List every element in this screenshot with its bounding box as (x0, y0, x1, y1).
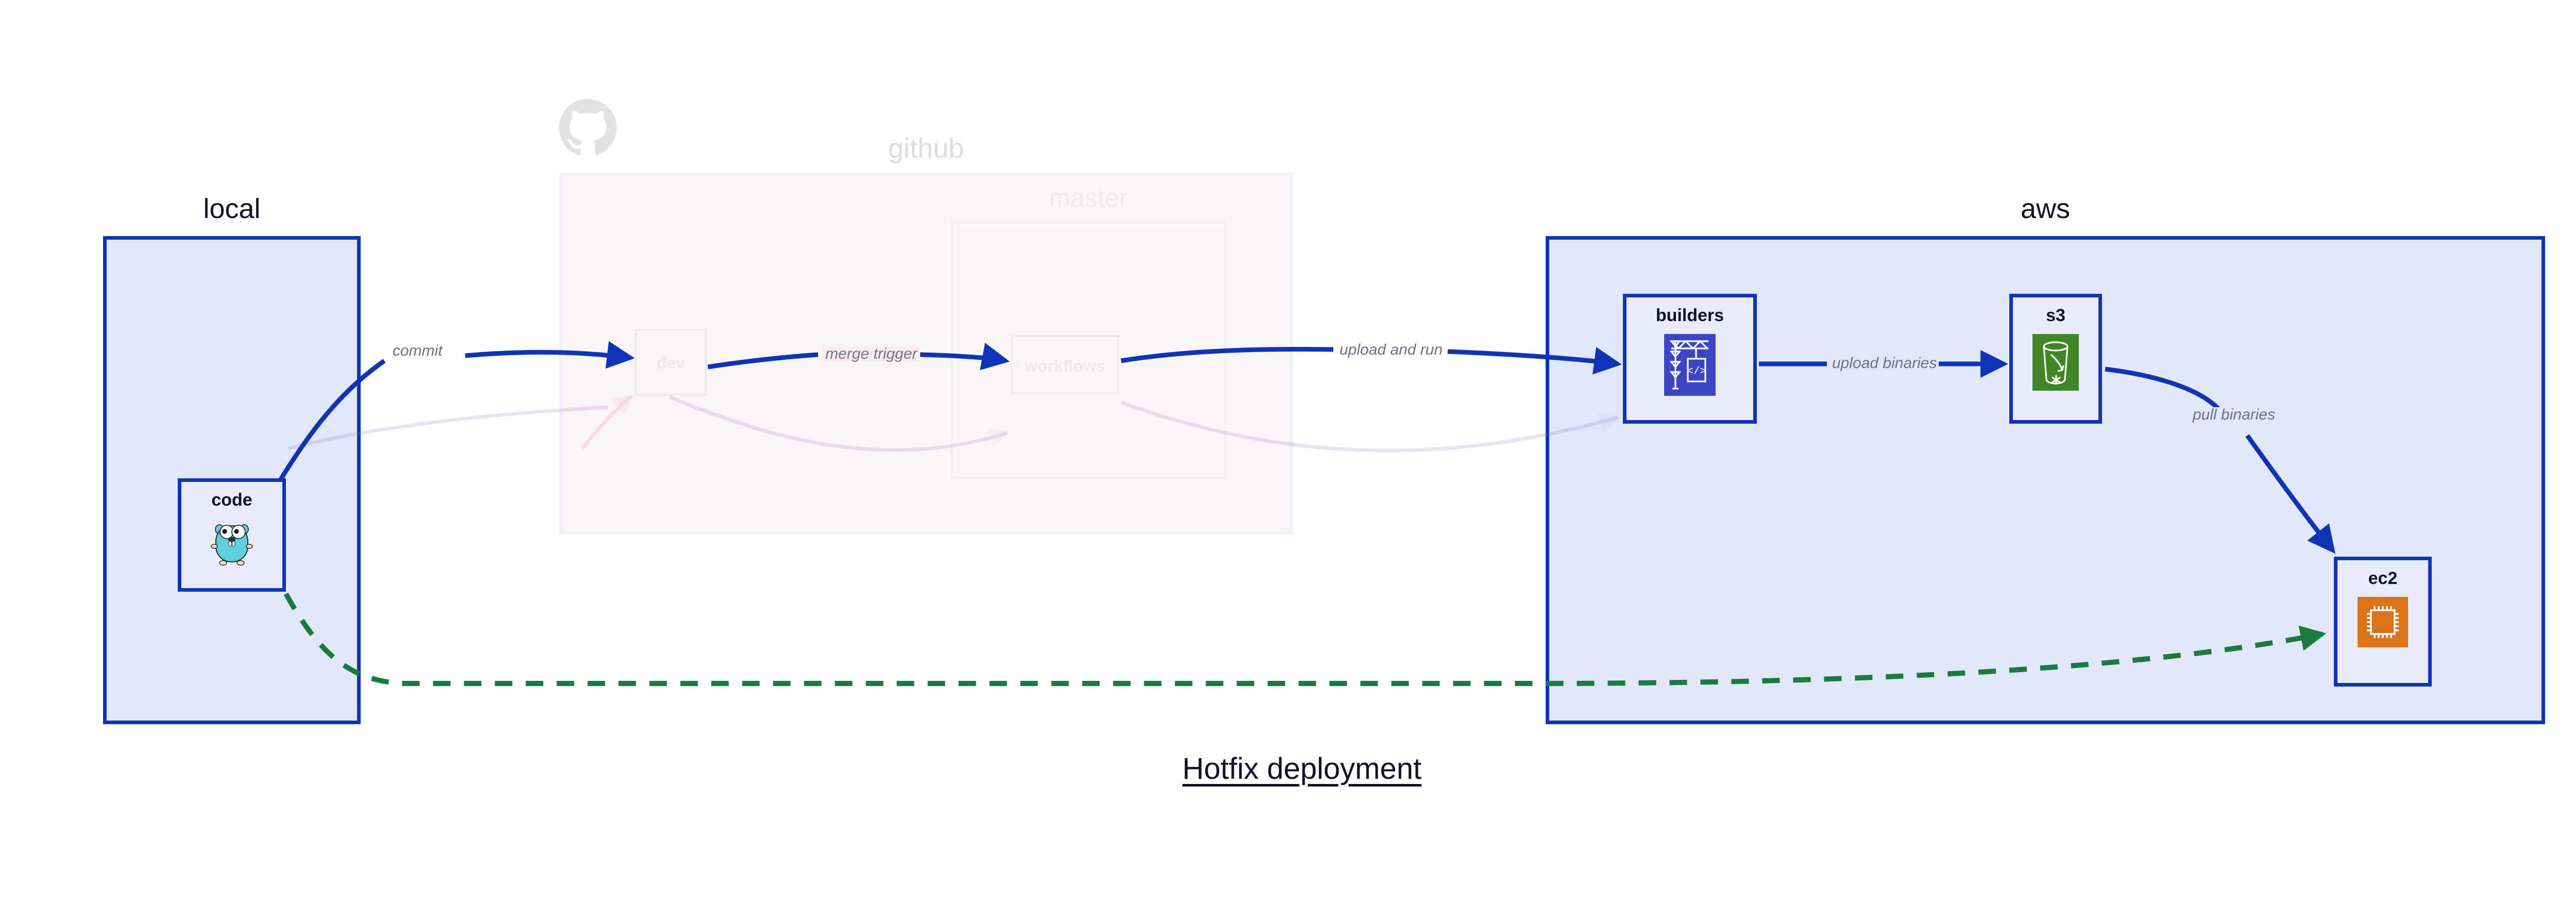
node-dev-label: dev (656, 354, 685, 372)
group-aws-label: aws (2020, 193, 2071, 224)
github-octocat-icon (559, 99, 617, 157)
aws-crane-builder-icon: </> (1664, 334, 1716, 398)
diagram-caption: Hotfix deployment (1182, 752, 1422, 786)
node-s3[interactable]: s3 (2009, 294, 2102, 424)
svg-text:</>: </> (1687, 366, 1706, 378)
go-gopher-icon (211, 519, 253, 569)
node-workflows[interactable]: workflows (1011, 335, 1119, 394)
github-group-label: github (888, 133, 964, 164)
node-builders-label: builders (1655, 306, 1724, 325)
node-ec2-label: ec2 (2368, 569, 2398, 588)
node-code-label: code (211, 490, 252, 510)
aws-ec2-cpu-icon (2358, 597, 2408, 650)
edge-label-merge-trigger: merge trigger (823, 346, 920, 362)
edge-label-upload-and-run: upload and run (1337, 342, 1445, 358)
node-builders[interactable]: builders </> (1623, 294, 1757, 424)
aws-s3-bucket-icon (2032, 334, 2079, 393)
edge-label-upload-binaries: upload binaries (1830, 356, 1939, 371)
node-ec2[interactable]: ec2 (2334, 557, 2432, 687)
node-dev[interactable]: dev (635, 329, 707, 396)
edge-label-pull-binaries: pull binaries (2191, 407, 2278, 423)
master-subgroup-label: master (1049, 183, 1128, 212)
node-code[interactable]: code (178, 478, 286, 592)
node-s3-label: s3 (2046, 306, 2065, 325)
node-workflows-label: workflows (1024, 357, 1106, 375)
edge-label-commit: commit (391, 343, 445, 359)
group-local-label: local (203, 193, 261, 224)
